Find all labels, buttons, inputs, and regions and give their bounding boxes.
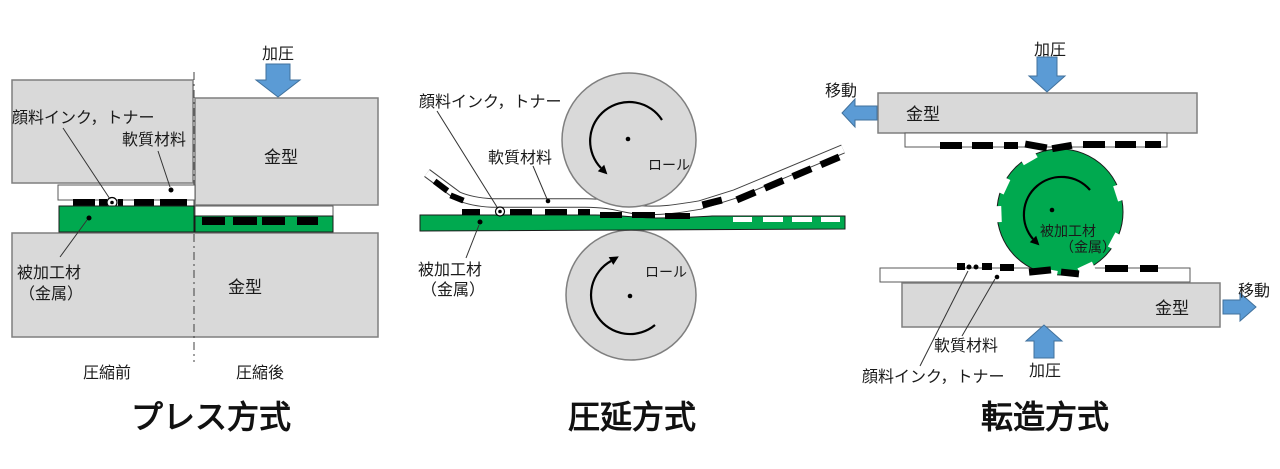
lower-die-block	[901, 282, 1221, 328]
soft-leader-dot	[545, 198, 551, 204]
upper-die-block	[877, 92, 1198, 134]
roller-arrowhead	[1029, 235, 1040, 246]
before-compression-label: 圧縮前	[83, 364, 131, 382]
upper-die-label: 金型	[906, 105, 940, 124]
ink-pattern-after	[202, 217, 318, 225]
notch	[1113, 183, 1127, 202]
pressure-label-bottom: 加圧	[1029, 362, 1061, 380]
roller-center-dot	[1049, 207, 1055, 213]
workpiece-label-line2: （金属）	[421, 281, 485, 299]
ink-dash	[791, 165, 813, 180]
move-label-left: 移動	[825, 82, 857, 100]
form-rolling-panel: 加圧 移動 金型 被加工材 （金属） 金型 移動 加圧 軟質材料 顔料インク，ト…	[825, 41, 1270, 435]
rolling-panel: 顔料インク，トナー 軟質材料 ロール ロール 被加工材 （金属） 圧延方式	[418, 72, 846, 435]
pressure-label-top: 加圧	[1034, 41, 1066, 59]
workpiece-roller	[996, 148, 1124, 276]
ink-dash	[763, 177, 785, 192]
ink-pattern-bottom	[957, 263, 1158, 272]
work-leader-dot	[86, 215, 92, 221]
lower-roll-center-dot	[627, 293, 633, 299]
lower-roll-rotation-arrow-icon	[589, 260, 656, 336]
notch	[992, 206, 1002, 223]
ink-pattern-sloped	[432, 153, 841, 209]
roller-notches	[992, 149, 1127, 280]
work-leader-dot	[477, 219, 483, 225]
ink-dash	[701, 196, 723, 209]
ink-dash	[735, 188, 757, 204]
upper-roll-center-dot	[625, 136, 631, 142]
notch	[1107, 232, 1124, 251]
workpiece-before-block	[58, 205, 195, 233]
soft-leader-line	[532, 165, 548, 200]
ink-particle-dot	[498, 209, 502, 214]
move-label-right: 移動	[1238, 282, 1270, 300]
notch	[1019, 149, 1038, 166]
soft-leader-line	[157, 150, 171, 188]
ink-leader-line	[919, 270, 969, 367]
form-rolling-method-title: 転造方式	[981, 399, 1109, 435]
ink-pattern-top	[940, 141, 1161, 149]
lower-die-block	[11, 232, 379, 338]
upper-roll-rotation-arrow-icon	[589, 100, 663, 169]
ink-label: 顔料インク，トナー	[12, 109, 155, 127]
upper-die-label: 金型	[264, 148, 298, 167]
ink-dash	[1024, 140, 1048, 152]
soft-leader-dot	[168, 187, 174, 193]
lower-roll-label: ロール	[645, 264, 687, 280]
roller-label-line2: （金属）	[1060, 239, 1116, 255]
ink-label: 顔料インク，トナー	[419, 93, 562, 111]
pressure-down-arrow-icon	[1027, 56, 1067, 93]
pressure-up-arrow-icon	[1024, 324, 1064, 359]
work-leader-line	[59, 219, 88, 258]
ink-dash	[1051, 141, 1073, 153]
ink-leader-line	[436, 110, 498, 208]
roller-label-line1: 被加工材	[1040, 223, 1096, 239]
notch	[1077, 261, 1096, 277]
lower-roll-arrowhead	[608, 256, 619, 265]
move-right-arrow-icon	[1222, 291, 1257, 323]
ink-leader-line	[62, 127, 111, 200]
upper-roll-arrowhead	[597, 164, 608, 175]
notch	[995, 176, 1011, 195]
soft-leader-dot	[994, 274, 1000, 280]
after-compression-label: 圧縮後	[236, 364, 284, 382]
soft-leader-line	[961, 278, 996, 337]
upper-die-after-block	[194, 97, 379, 206]
ink-label: 顔料インク，トナー	[862, 368, 1005, 386]
lower-die-label: 金型	[1155, 299, 1189, 318]
soft-material-label: 軟質材料	[122, 131, 186, 149]
ink-dash	[1028, 266, 1052, 276]
press-method-title: プレス方式	[131, 399, 291, 435]
pressure-label: 加圧	[262, 45, 294, 63]
workpiece-label-line1: 被加工材	[17, 264, 81, 282]
ink-pattern-before	[73, 199, 187, 206]
pressure-down-arrow-icon	[254, 63, 302, 98]
ink-particle-dot	[110, 200, 114, 205]
imprinted-pattern	[733, 217, 840, 222]
ink-particle-dot	[973, 264, 979, 270]
soft-material-strip	[57, 184, 196, 201]
rolling-method-title: 圧延方式	[568, 399, 696, 435]
press-panel: 加圧 顔料インク，トナー 軟質材料 金型 被加工材 （金属） 金型 圧縮前 圧縮…	[11, 45, 379, 435]
ink-dash	[432, 178, 450, 194]
upper-roll-label: ロール	[648, 157, 690, 173]
ink-dash	[819, 153, 841, 169]
soft-material-label: 軟質材料	[934, 337, 998, 355]
ink-pattern-bottom-curved	[1028, 266, 1080, 278]
ink-pattern-flat	[462, 209, 690, 219]
work-leader-line	[465, 224, 480, 259]
workpiece-label-line1: 被加工材	[418, 261, 482, 279]
move-left-arrow-icon	[841, 97, 878, 129]
roller-rotation-arrow-icon	[1022, 175, 1091, 240]
lower-die-label: 金型	[228, 278, 262, 297]
soft-material-strip-after	[194, 205, 334, 217]
ink-dash	[449, 192, 465, 204]
soft-material-label: 軟質材料	[488, 149, 552, 167]
ink-dash	[1060, 268, 1080, 278]
ink-pattern-top-curved	[1024, 140, 1073, 153]
workpiece-label-line2: （金属）	[19, 285, 83, 303]
ink-particle-dot	[966, 264, 972, 270]
